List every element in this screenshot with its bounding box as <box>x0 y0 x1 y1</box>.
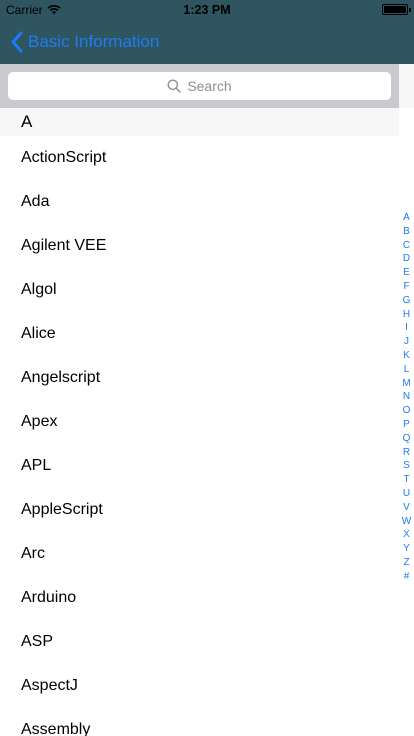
list-item[interactable]: Assembly <box>0 708 399 736</box>
index-letter-y[interactable]: Y <box>403 543 410 555</box>
index-letter-w[interactable]: W <box>401 515 412 527</box>
index-letter-x[interactable]: X <box>403 529 410 541</box>
list-item[interactable]: Angelscript <box>0 356 399 400</box>
index-letter-k[interactable]: K <box>403 349 410 361</box>
clock: 1:23 PM <box>183 3 231 17</box>
search-input[interactable]: Search <box>8 72 391 100</box>
list-item[interactable]: Apex <box>0 400 399 444</box>
search-bar: Search <box>0 64 399 108</box>
index-letter-i[interactable]: I <box>405 322 408 334</box>
index-letter-o[interactable]: O <box>402 405 411 417</box>
index-letter-l[interactable]: L <box>403 363 410 375</box>
chevron-left-icon <box>11 31 23 53</box>
list-item[interactable]: AppleScript <box>0 488 399 532</box>
list-item[interactable]: ASP <box>0 620 399 664</box>
index-letter-g[interactable]: G <box>402 294 411 306</box>
language-list[interactable]: A ActionScript Ada Agilent VEE Algol Ali… <box>0 108 399 736</box>
index-letter-h[interactable]: H <box>402 308 411 320</box>
index-letter-hash[interactable]: # <box>403 570 410 582</box>
back-button-label: Basic Information <box>28 32 160 51</box>
search-placeholder: Search <box>187 78 232 94</box>
list-item[interactable]: AspectJ <box>0 664 399 708</box>
section-index-list[interactable]: A B C D E F G H I J K L M N O P Q R S T … <box>399 211 414 584</box>
index-letter-n[interactable]: N <box>402 391 411 403</box>
index-letter-d[interactable]: D <box>402 253 411 265</box>
list-item[interactable]: Arc <box>0 532 399 576</box>
index-letter-s[interactable]: S <box>403 460 410 472</box>
index-letter-z[interactable]: Z <box>403 556 410 568</box>
index-letter-p[interactable]: P <box>403 418 410 430</box>
index-letter-e[interactable]: E <box>403 267 410 279</box>
battery-level <box>384 6 406 13</box>
list-item[interactable]: APL <box>0 444 399 488</box>
index-letter-v[interactable]: V <box>403 501 410 513</box>
list-item[interactable]: Algol <box>0 268 399 312</box>
section-header: A <box>0 108 399 136</box>
battery-icon <box>382 4 411 15</box>
index-letter-q[interactable]: Q <box>402 432 411 444</box>
back-button[interactable]: Basic Information <box>10 30 159 54</box>
wifi-icon <box>47 5 61 15</box>
index-letter-b[interactable]: B <box>403 225 410 237</box>
list-item[interactable]: Alice <box>0 312 399 356</box>
carrier-indicator: Carrier <box>6 3 61 17</box>
index-letter-a[interactable]: A <box>403 212 410 223</box>
list-item[interactable]: Arduino <box>0 576 399 620</box>
index-letter-r[interactable]: R <box>402 446 411 458</box>
list-item[interactable]: ActionScript <box>0 136 399 180</box>
index-letter-j[interactable]: J <box>404 336 409 348</box>
top-bar: Carrier 1:23 PM Basic Information <box>0 0 414 64</box>
carrier-label: Carrier <box>6 3 43 17</box>
list-item[interactable]: Ada <box>0 180 399 224</box>
index-letter-u[interactable]: U <box>402 487 411 499</box>
index-letter-f[interactable]: F <box>403 280 410 292</box>
navigation-bar: Basic Information <box>0 20 414 64</box>
index-letter-t[interactable]: T <box>403 474 410 486</box>
section-index-bar[interactable]: A B C D E F G H I J K L M N O P Q R S T … <box>399 108 414 736</box>
list-item[interactable]: Agilent VEE <box>0 224 399 268</box>
search-icon <box>167 79 182 93</box>
index-bar-top <box>399 64 414 108</box>
index-letter-m[interactable]: M <box>402 377 411 389</box>
index-letter-c[interactable]: C <box>402 239 411 251</box>
status-bar: Carrier 1:23 PM <box>0 0 414 20</box>
